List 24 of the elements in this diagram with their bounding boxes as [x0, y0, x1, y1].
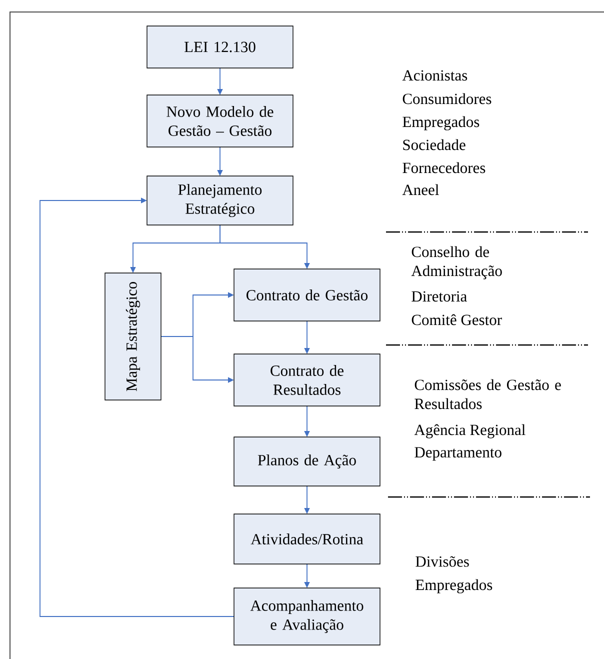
process-box: Novo Modelo de Gestão – Gestão	[146, 94, 294, 148]
process-box: Contrato de Resultados	[234, 354, 380, 406]
label-text: Departamento	[414, 447, 502, 461]
label-text: Divisões	[416, 556, 469, 567]
label-text: Aneel	[402, 184, 439, 196]
label-text: Acionistas	[402, 70, 468, 81]
label-text: Comitê Gestor	[412, 314, 502, 326]
process-box: Contrato de Gestão	[234, 268, 380, 322]
label-text: Fornecedores	[402, 162, 486, 174]
process-box: Mapa Estratégico	[104, 272, 162, 400]
label-text: Sociedade	[403, 139, 466, 150]
process-box: Planos de Ação	[234, 436, 380, 486]
label-text: Conselho de Administração	[411, 246, 502, 280]
label-text: Diretoria	[412, 291, 467, 302]
label-text: Agência Regional	[414, 424, 526, 438]
label-text: Empregados	[402, 116, 480, 130]
process-box: Acompanhamento e Avaliação	[234, 588, 380, 646]
process-box: Atividades/Rotina	[234, 514, 380, 564]
label-text: Consumidores	[402, 93, 492, 104]
label-text: Comissões de Gestão e Resultados	[414, 379, 561, 410]
arrow	[40, 198, 234, 617]
process-box: Planejamento Estratégico	[146, 176, 294, 226]
label-text: Empregados	[416, 579, 492, 594]
process-box: LEI 12.130	[146, 26, 294, 68]
